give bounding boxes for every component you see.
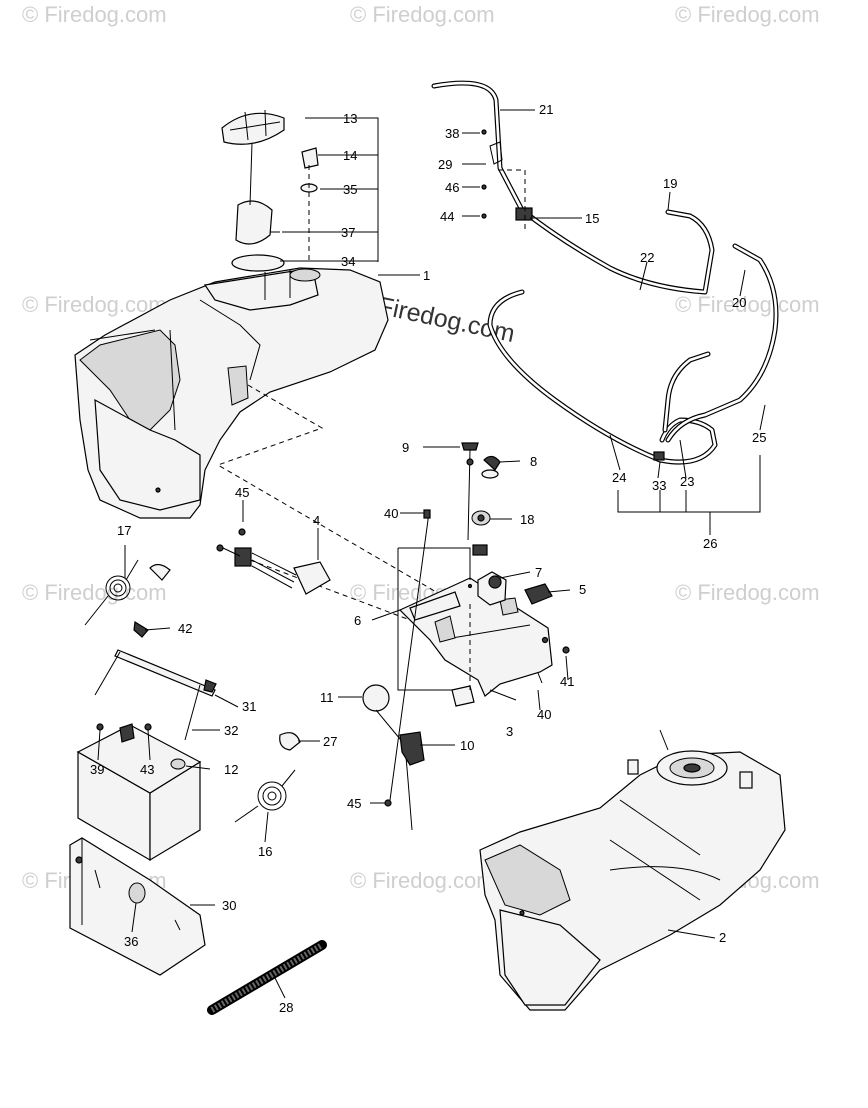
callout-36: 36 — [124, 934, 138, 949]
callout-34: 34 — [341, 254, 355, 269]
battery-cable-red — [84, 559, 171, 626]
watermark: © Firedog.com — [675, 2, 820, 27]
callout-41: 41 — [560, 674, 574, 689]
callout-40-bottom: 40 — [537, 707, 551, 722]
callout-3: 3 — [506, 724, 513, 739]
callout-32: 32 — [224, 723, 238, 738]
assembly-guides — [216, 384, 491, 651]
callout-29: 29 — [438, 157, 452, 172]
callout-4: 4 — [313, 513, 320, 528]
callout-8: 8 — [530, 454, 537, 469]
callout-6: 6 — [354, 613, 361, 628]
hoses — [431, 80, 779, 465]
callout-10: 10 — [460, 738, 474, 753]
battery-strap — [94, 621, 217, 741]
terminal-27 — [279, 732, 301, 751]
callout-38: 38 — [445, 126, 459, 141]
callout-18: 18 — [520, 512, 534, 527]
callout-31: 31 — [242, 699, 256, 714]
callout-numbers: 13 14 35 37 34 1 21 38 29 45 46 44 15 19… — [90, 102, 766, 1015]
watermarks: © Firedog.com © Firedog.com © Firedog.co… — [22, 2, 820, 893]
callout-46: 46 — [445, 180, 459, 195]
callout-30: 30 — [222, 898, 236, 913]
watermark: © Firedog.com — [675, 292, 820, 317]
callout-24: 24 — [612, 470, 626, 485]
callout-27: 27 — [323, 734, 337, 749]
callout-42: 42 — [178, 621, 192, 636]
fuel-tank-bottom — [479, 729, 786, 1011]
callout-15: 15 — [585, 211, 599, 226]
callout-45-bottom: 45 — [347, 796, 361, 811]
callout-37: 37 — [341, 225, 355, 240]
watermark: © Firedog.com — [675, 580, 820, 605]
callout-22: 22 — [640, 250, 654, 265]
callout-5: 5 — [579, 582, 586, 597]
callout-23: 23 — [680, 474, 694, 489]
battery-cable-black — [234, 769, 296, 823]
callout-7: 7 — [535, 565, 542, 580]
ignition-parts — [461, 442, 553, 606]
callout-20: 20 — [732, 295, 746, 310]
watermark: © Firedog.com — [22, 292, 167, 317]
callout-45-top: 45 — [235, 485, 249, 500]
fuel-cap — [221, 109, 285, 245]
drain-hose — [207, 940, 327, 1015]
callout-35: 35 — [343, 182, 357, 197]
battery-tray — [69, 837, 206, 976]
callout-13: 13 — [343, 111, 357, 126]
callout-40-top: 40 — [384, 506, 398, 521]
callout-16: 16 — [258, 844, 272, 859]
callout-17: 17 — [117, 523, 131, 538]
vent-valve — [270, 147, 319, 233]
choke-knob — [362, 509, 475, 831]
callout-26: 26 — [703, 536, 717, 551]
callout-28: 28 — [279, 1000, 293, 1015]
wiring-harness — [216, 528, 331, 595]
callout-14: 14 — [343, 148, 357, 163]
fuel-tank-top — [74, 254, 389, 519]
watermark: © Firedog.com — [22, 580, 167, 605]
callout-2: 2 — [719, 930, 726, 945]
watermark: © Firedog.com — [350, 868, 495, 893]
battery — [76, 723, 202, 862]
callout-43: 43 — [140, 762, 154, 777]
callout-leaders — [97, 446, 571, 999]
callout-hose-lines — [462, 109, 766, 535]
callout-33: 33 — [652, 478, 666, 493]
callout-bracket-1 — [280, 117, 420, 276]
callout-25: 25 — [752, 430, 766, 445]
callout-44: 44 — [440, 209, 454, 224]
callout-11: 11 — [320, 690, 334, 705]
hardware-bolts — [238, 528, 570, 684]
callout-39: 39 — [90, 762, 104, 777]
callout-21: 21 — [539, 102, 553, 117]
watermark: © Firedog.com — [22, 2, 167, 27]
callout-9: 9 — [402, 440, 409, 455]
callout-19: 19 — [663, 176, 677, 191]
dash-panel — [371, 547, 553, 697]
callout-12: 12 — [224, 762, 238, 777]
callout-1: 1 — [423, 268, 430, 283]
watermark: © Firedog.com — [350, 2, 495, 27]
